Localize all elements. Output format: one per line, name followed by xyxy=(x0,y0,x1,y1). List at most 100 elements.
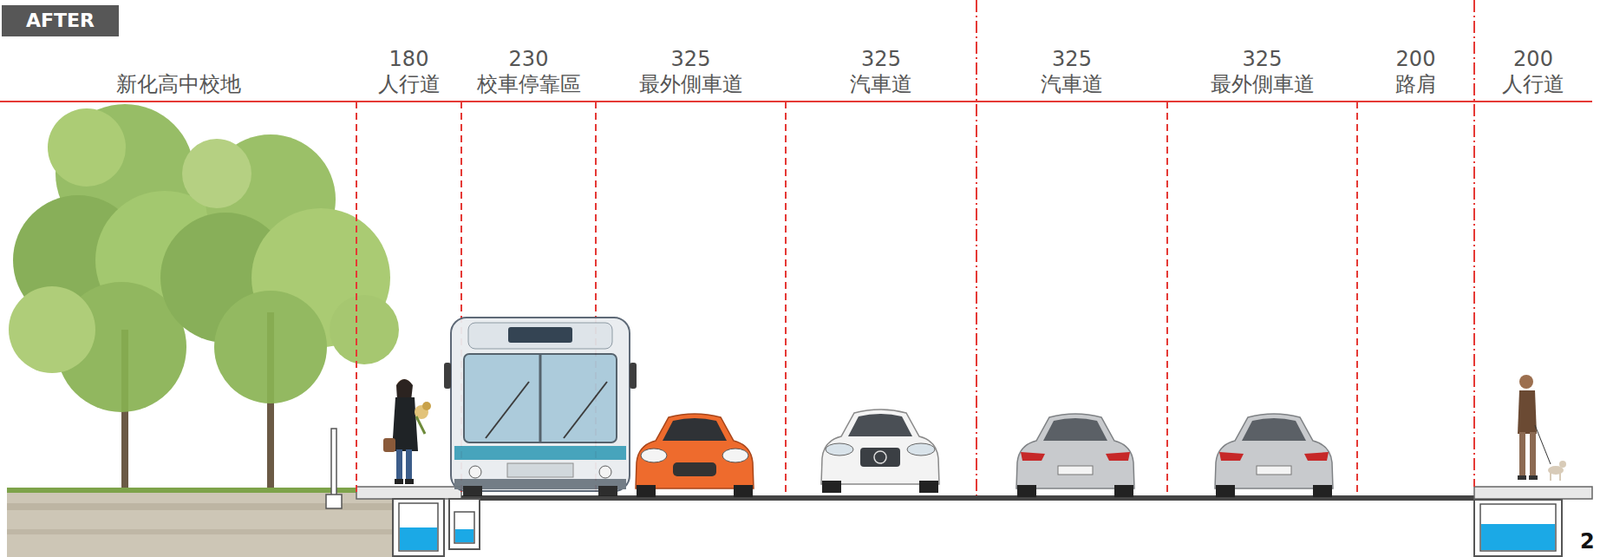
dimension-lines-part xyxy=(0,100,1593,103)
car-part xyxy=(1057,465,1093,475)
car-part xyxy=(822,480,842,493)
car xyxy=(1214,413,1333,497)
tree-part-part xyxy=(329,294,399,365)
tree-part xyxy=(8,104,399,412)
car-part xyxy=(907,443,935,456)
pedestrian-part xyxy=(1559,460,1567,468)
bus-part xyxy=(485,381,529,438)
pedestrian-part xyxy=(396,449,403,481)
car-part xyxy=(722,448,749,463)
car-part xyxy=(733,484,753,497)
lane-band: 200人行道 xyxy=(1474,26,1593,101)
bus-part xyxy=(463,485,483,497)
zone-name: 人行道 xyxy=(378,71,441,98)
bus-part xyxy=(598,485,618,497)
dimension-number: 180 xyxy=(389,46,430,72)
page-number: 2 xyxy=(1580,528,1595,554)
car-part xyxy=(635,413,754,489)
dimension-number: 200 xyxy=(1396,46,1437,72)
road-structure-part xyxy=(399,527,438,550)
car-part xyxy=(1219,451,1244,461)
ground-part xyxy=(6,490,393,557)
bus-part xyxy=(463,353,617,443)
road-structure-part xyxy=(454,511,475,543)
zone-name: 最外側車道 xyxy=(1210,71,1315,98)
road-structure-part xyxy=(455,528,474,543)
pedestrian-part xyxy=(422,401,432,411)
bus-part xyxy=(444,362,451,389)
pedestrian-part xyxy=(1517,390,1537,434)
dimension-lines-part xyxy=(1473,0,1476,487)
bus-part xyxy=(539,353,543,443)
pedestrian-part xyxy=(1559,472,1561,481)
car-part xyxy=(1214,413,1333,489)
bus-part xyxy=(468,322,613,349)
dimension-lines-part xyxy=(1356,101,1359,496)
car-part xyxy=(662,417,727,441)
pedestrian-part xyxy=(1534,424,1551,464)
car-part xyxy=(848,413,913,437)
tree-part-part xyxy=(8,286,96,373)
car xyxy=(821,409,940,493)
car-part xyxy=(1304,451,1329,461)
bus-part xyxy=(599,465,612,478)
pedestrian-part xyxy=(404,478,414,484)
lane-band: 230校車停靠區 xyxy=(461,26,596,101)
car-part xyxy=(1020,451,1045,461)
car-part xyxy=(860,447,901,467)
lane-band: 325最外側車道 xyxy=(595,26,786,101)
car-part xyxy=(1241,417,1307,441)
dimension-lines-part xyxy=(1166,101,1169,496)
pedestrian-part xyxy=(1517,475,1527,480)
road-structure-part xyxy=(356,486,462,499)
road-structure-part xyxy=(392,498,445,556)
tree-part-part xyxy=(182,138,252,209)
pedestrian-part xyxy=(416,416,425,434)
bus-part xyxy=(507,463,574,477)
car-part xyxy=(1105,451,1130,461)
pedestrian-part xyxy=(1529,431,1536,477)
dimension-number: 325 xyxy=(1051,46,1092,72)
pedestrian-part xyxy=(391,397,418,451)
car-part xyxy=(1017,484,1037,497)
bus-part xyxy=(469,465,482,478)
car-part xyxy=(672,462,717,477)
road-structure-part xyxy=(1480,503,1556,551)
road-structure-part xyxy=(1481,523,1555,550)
zone-name: 最外側車道 xyxy=(639,71,744,98)
pedestrian-part xyxy=(1549,472,1552,481)
pedestrian xyxy=(383,378,432,484)
bus-part xyxy=(563,381,608,438)
road-structure-part xyxy=(1474,499,1562,556)
dimension-lines-part xyxy=(784,101,787,496)
lane-band: 325汽車道 xyxy=(785,26,977,101)
ground-part xyxy=(331,428,337,498)
ground-part xyxy=(6,528,393,535)
pedestrian-part xyxy=(1528,475,1538,480)
road-structure-part xyxy=(449,498,480,549)
car-part xyxy=(874,450,887,464)
dimension-number: 325 xyxy=(861,46,902,72)
car xyxy=(635,413,754,497)
car-part xyxy=(1312,484,1333,497)
dimension-number: 325 xyxy=(671,46,712,72)
car-part xyxy=(919,480,939,493)
zone-name: 新化高中校地 xyxy=(116,71,242,98)
car-part xyxy=(1215,484,1235,497)
dimension-number: 325 xyxy=(1242,46,1283,72)
dimension-lines xyxy=(0,0,1593,496)
zone-name: 人行道 xyxy=(1502,71,1565,98)
car-part xyxy=(825,443,854,456)
dimension-number: 230 xyxy=(509,46,549,72)
pedestrian-part xyxy=(383,437,396,452)
tree-part-part xyxy=(47,108,126,187)
car-part xyxy=(1016,413,1135,489)
tree xyxy=(8,104,399,491)
bus-part xyxy=(629,362,637,389)
car-part xyxy=(1256,465,1292,475)
lane-band: 180人行道 xyxy=(356,26,462,101)
car-part xyxy=(636,484,656,497)
dimension-number: 200 xyxy=(1513,46,1554,72)
road-structure-part xyxy=(398,502,438,551)
bus xyxy=(444,317,637,497)
